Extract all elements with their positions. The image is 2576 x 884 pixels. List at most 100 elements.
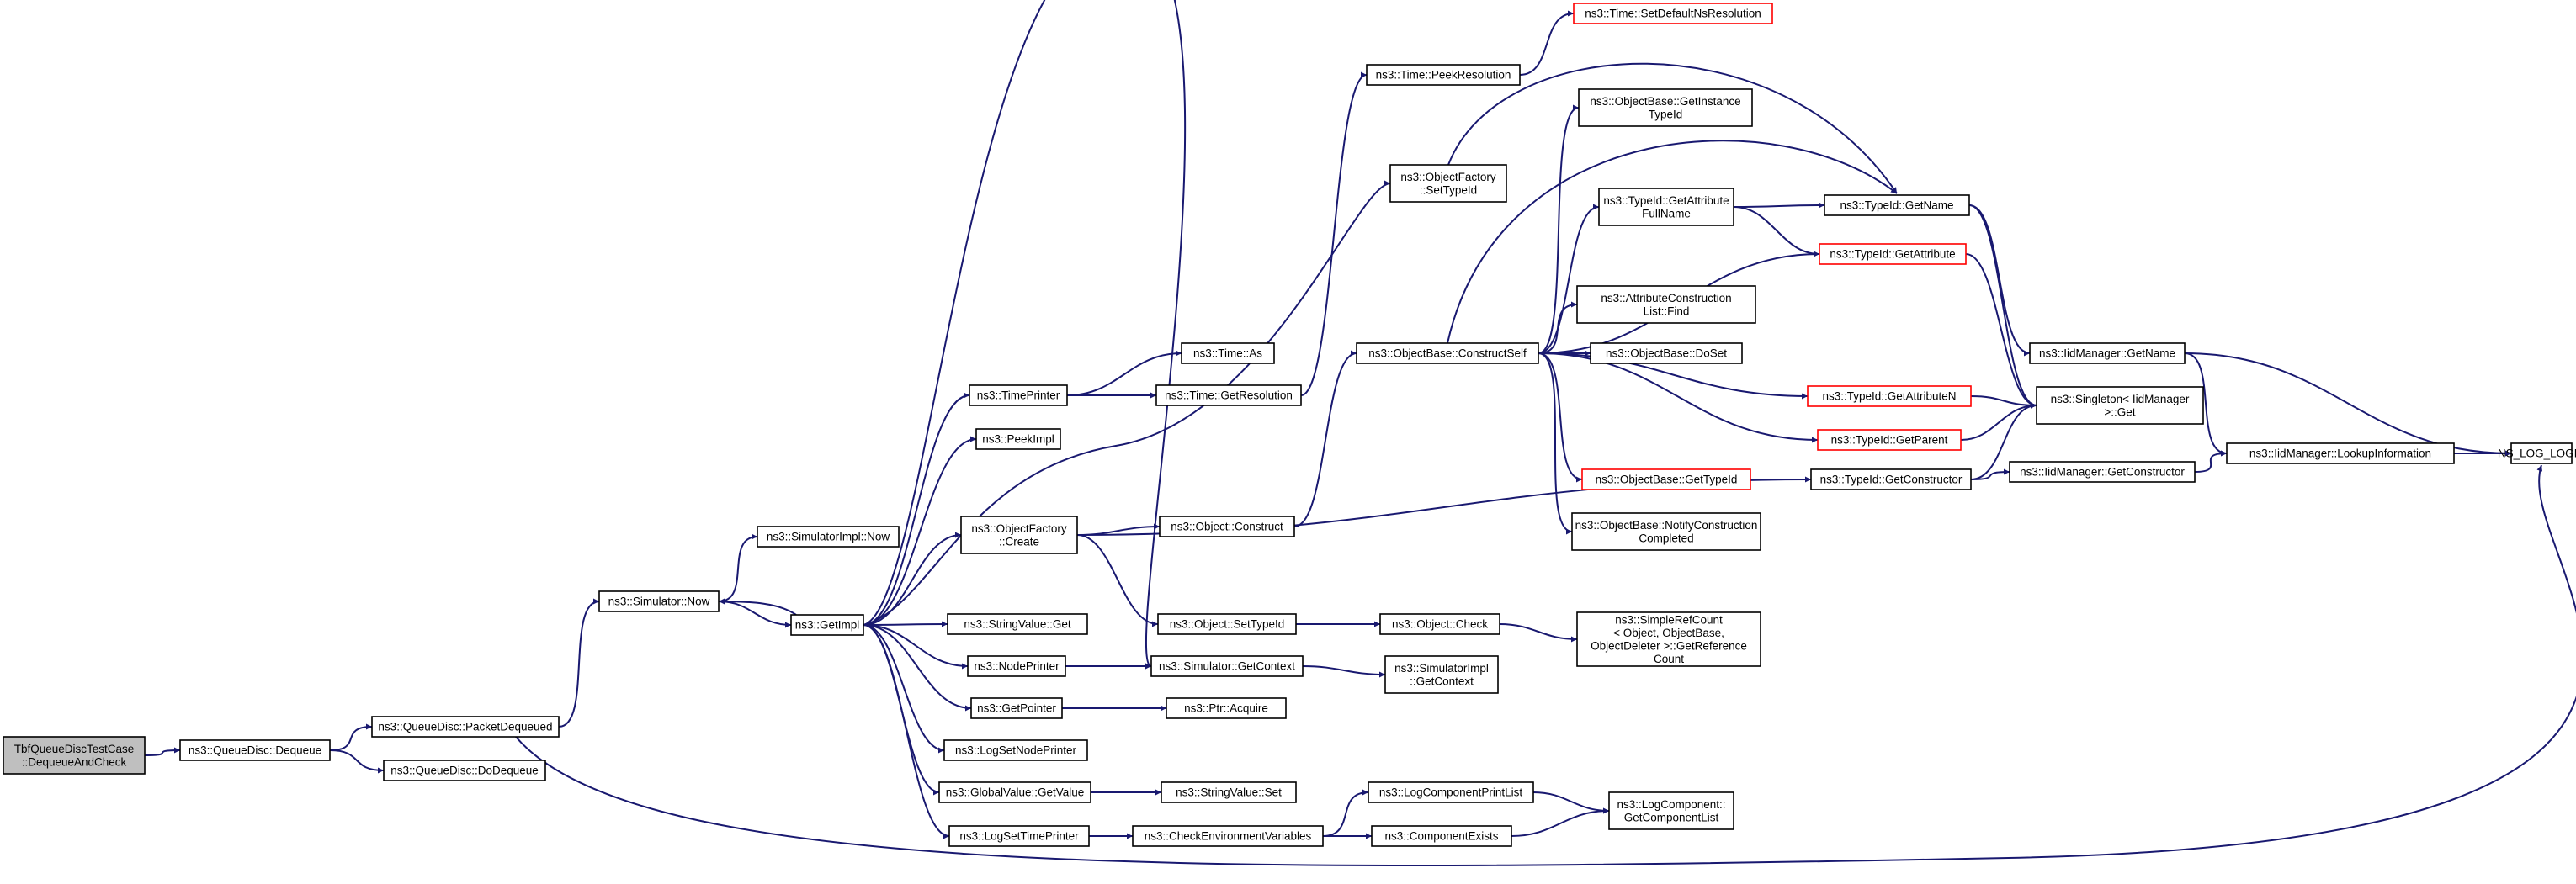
node-box [371,716,560,738]
node-sim-getcontext[interactable]: ns3::Simulator::GetContext [1150,655,1304,677]
node-label: >::Get [2104,405,2135,418]
node-label: ns3::StringValue::Get [964,618,1071,631]
edge-typeid_getattributen-to-singleton_get [1970,395,2037,409]
node-logsettimeprinter[interactable]: ns3::LogSetTimePrinter [948,825,1090,847]
node-object-check[interactable]: ns3::Object::Check [1379,613,1500,635]
edge-objectbase_constructself-to-typeid_getattributen [1538,352,1809,400]
node-box [1819,243,1967,265]
edge-qd_packetdequeued-to-ns_log_logic [515,464,2576,866]
node-qd-dodequeue[interactable]: ns3::QueueDisc::DoDequeue [383,760,546,781]
node-nodeprinter[interactable]: ns3::NodePrinter [967,655,1066,677]
node-logsetnodeprinter[interactable]: ns3::LogSetNodePrinter [943,739,1088,761]
node-timeprinter[interactable]: ns3::TimePrinter [969,384,1068,406]
node-sim-now[interactable]: ns3::Simulator::Now [598,590,720,612]
node-objectbase-constructself[interactable]: ns3::ObjectBase::ConstructSelf [1356,342,1539,364]
node-label: ns3::NodePrinter [974,660,1060,673]
node-iidmanager-lookupinformation[interactable]: ns3::IidManager::LookupInformation [2226,442,2455,464]
node-box [1608,791,1734,830]
edge-typeid_getconstructor-to-iidmanager_getconstructor [1970,468,2010,480]
node-box [2029,342,2186,364]
node-box [1810,468,1972,490]
edge-getimpl-to-peekimpl [863,436,977,626]
node-box [1817,429,1962,451]
edge-checkenvvars-to-logcomponentprintlist [1322,789,1369,837]
node-label: ns3::Simulator::Now [608,596,710,608]
edge-sim_getcontext-to-simimpl_getcontext [1302,665,1386,678]
node-object-settypeid[interactable]: ns3::Object::SetTypeId [1157,613,1297,635]
node-box [947,613,1088,635]
edge-getimpl-to-stringvalue_get [863,621,948,627]
node-objectbase-notifyconstruction[interactable]: ns3::ObjectBase::NotifyConstructionCompl… [1571,512,1761,551]
node-box [1576,611,1761,667]
node-label: ns3::ObjectFactory [1400,171,1496,183]
node-logcomponentprintlist[interactable]: ns3::LogComponentPrintList [1368,781,1534,803]
edge-sim_now-to-getimpl [718,601,792,628]
node-box [1379,613,1500,635]
node-simimpl-getcontext[interactable]: ns3::SimulatorImpl::GetContext [1384,655,1499,694]
node-simplerefcount[interactable]: ns3::SimpleRefCount< Object, ObjectBase,… [1576,611,1761,667]
node-peekimpl[interactable]: ns3::PeekImpl [975,428,1061,450]
node-box [938,781,1091,803]
node-typeid-getname[interactable]: ns3::TypeId::GetName [1824,194,1970,216]
node-time-as[interactable]: ns3::Time::As [1181,342,1275,364]
node-object-construct[interactable]: ns3::Object::Construct [1159,516,1295,537]
node-objectbase-doset[interactable]: ns3::ObjectBase::DoSet [1590,342,1743,364]
node-box [2510,442,2573,464]
node-ns-log-logic[interactable]: NS_LOG_LOGIC [2498,442,2576,464]
node-label: ::Create [999,535,1039,548]
node-box [1368,781,1534,803]
node-simimpl-now[interactable]: ns3::SimulatorImpl::Now [757,526,900,548]
node-label: ns3::Simulator::GetContext [1159,660,1295,673]
node-box [967,655,1066,677]
node-typeid-getparent[interactable]: ns3::TypeId::GetParent [1817,429,1962,451]
node-box [1807,385,1972,407]
node-time-peekresolution[interactable]: ns3::Time::PeekResolution [1366,64,1521,86]
node-box [943,739,1088,761]
node-box [1598,188,1734,226]
node-typeid-getattribute[interactable]: ns3::TypeId::GetAttribute [1819,243,1967,265]
edge-iidmanager_getconstructor-to-iidmanager_lookupinformation [2194,450,2228,473]
node-time-setdefaultnsres[interactable]: ns3::Time::SetDefaultNsResolution [1573,3,1773,24]
node-label: ns3::Singleton< IidManager [2051,393,2190,405]
node-stringvalue-get[interactable]: ns3::StringValue::Get [947,613,1088,635]
edge-typeid_getconstructor-to-singleton_get [1970,402,2037,480]
edge-iidmanager_getname-to-ns_log_logic [2184,352,2512,457]
edge-object_check-to-simplerefcount [1499,623,1578,643]
node-ptr-acquire[interactable]: ns3::Ptr::Acquire [1166,697,1287,719]
node-box [1181,342,1275,364]
node-stringvalue-set[interactable]: ns3::StringValue::Set [1161,781,1297,803]
node-label: ns3::LogComponentPrintList [1379,786,1523,799]
edge-componentexists-to-logcomponent_getcomponentlist [1511,807,1610,837]
node-objfactory-settypeid[interactable]: ns3::ObjectFactory::SetTypeId [1389,164,1507,203]
node-componentexists[interactable]: ns3::ComponentExists [1371,825,1512,847]
node-getimpl[interactable]: ns3::GetImpl [790,614,864,636]
node-objfactory-create[interactable]: ns3::ObjectFactory::Create [960,516,1078,554]
node-globalvalue-getvalue[interactable]: ns3::GlobalValue::GetValue [938,781,1091,803]
node-typeid-getconstructor[interactable]: ns3::TypeId::GetConstructor [1810,468,1972,490]
node-label: ns3::SimulatorImpl [1394,662,1489,675]
node-logcomponent-getcomponentlist[interactable]: ns3::LogComponent::GetComponentList [1608,791,1734,830]
node-singleton-get[interactable]: ns3::Singleton< IidManager>::Get [2036,386,2204,425]
node-getpointer[interactable]: ns3::GetPointer [970,697,1063,719]
node-label: ns3::GetImpl [795,619,860,632]
node-checkenvvars[interactable]: ns3::CheckEnvironmentVariables [1132,825,1324,847]
node-qd-dequeue[interactable]: ns3::QueueDisc::Dequeue [179,739,331,761]
node-objectbase-gettypeid[interactable]: ns3::ObjectBase::GetTypeId [1581,468,1751,490]
node-iidmanager-getconstructor[interactable]: ns3::IidManager::GetConstructor [2009,461,2196,483]
edge-typeid_getname-to-iidmanager_getname [1968,204,2031,357]
node-qd-packetdequeued[interactable]: ns3::QueueDisc::PacketDequeued [371,716,560,738]
node-box [975,428,1061,450]
node-box [1356,342,1539,364]
node-box [1571,512,1761,551]
node-box [1371,825,1512,847]
node-label: ns3::GlobalValue::GetValue [946,786,1085,799]
node-label: < Object, ObjectBase, [1613,627,1724,639]
node-label: ns3::ObjectBase::NotifyConstruction [1575,519,1758,532]
node-iidmanager-getname[interactable]: ns3::IidManager::GetName [2029,342,2186,364]
node-typeid-getattributen[interactable]: ns3::TypeId::GetAttributeN [1807,385,1972,407]
node-time-getresolution[interactable]: ns3::Time::GetResolution [1155,384,1302,406]
node-label: Completed [1639,532,1693,544]
